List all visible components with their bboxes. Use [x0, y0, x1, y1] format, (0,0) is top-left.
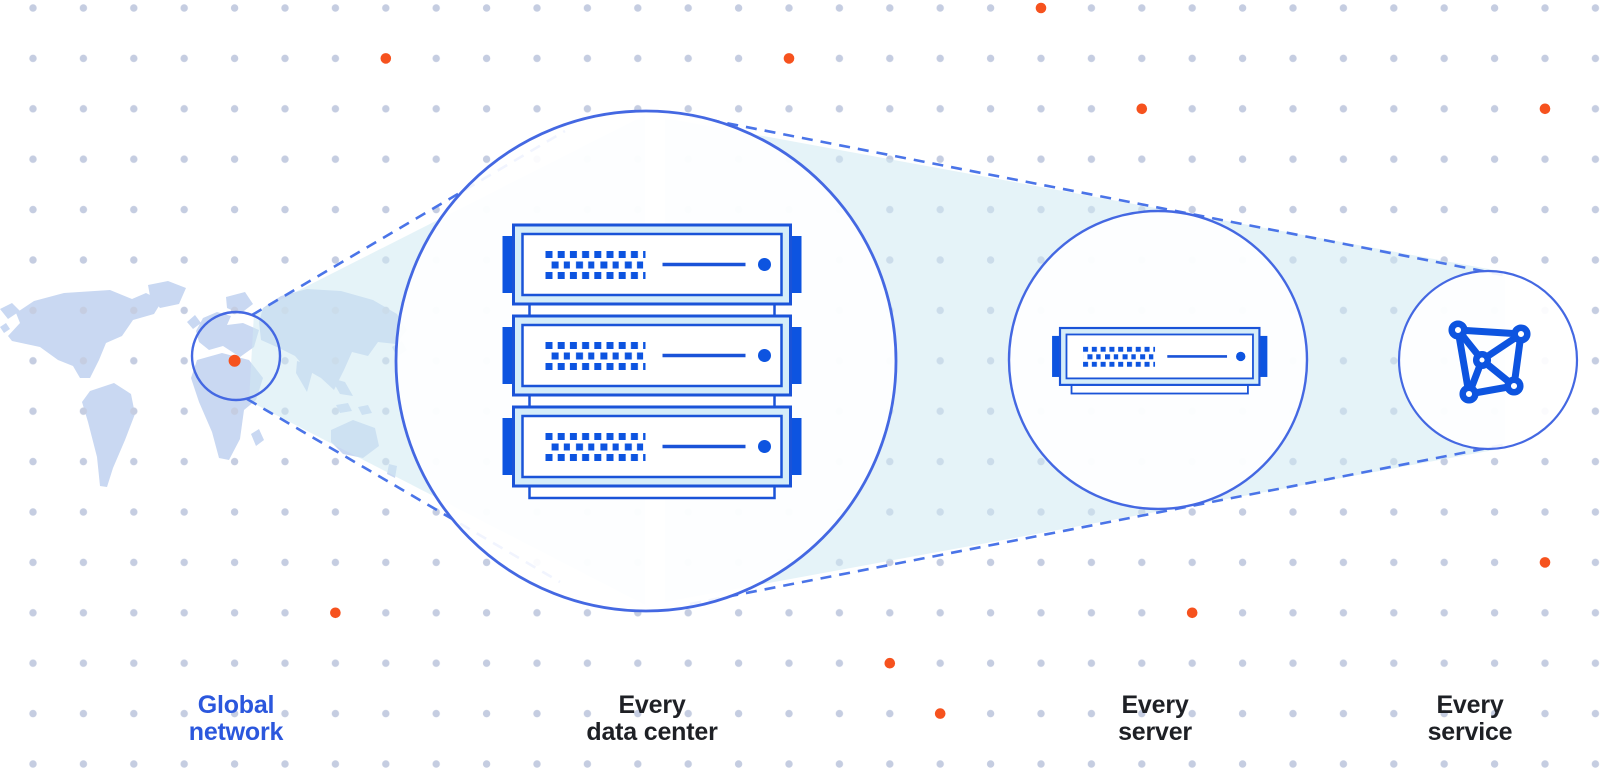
globe-highlight-ring — [190, 310, 282, 402]
accent-dots — [330, 2, 1551, 719]
stage-labels: Global network Every data center Every s… — [189, 691, 1513, 746]
accent-dot — [884, 657, 896, 669]
stage-label-line: data center — [586, 718, 718, 746]
server-unit-2 — [500, 314, 804, 409]
accent-dot — [1186, 607, 1198, 619]
accent-dot — [330, 607, 341, 619]
accent-dot — [1539, 557, 1551, 568]
stage-label-line: service — [1428, 718, 1513, 746]
stage-label-line: server — [1118, 718, 1192, 746]
stage-label-line: Global — [198, 691, 275, 719]
server-unit-3 — [500, 405, 804, 500]
server-unit-1 — [500, 223, 804, 318]
accent-dot — [783, 53, 795, 64]
stage-label-line: Every — [618, 691, 685, 719]
accent-dot — [1035, 2, 1047, 14]
stage-label-line: network — [189, 718, 284, 746]
single-server-icon — [1050, 326, 1269, 395]
stage-label-line: Every — [1436, 691, 1503, 719]
stage-label-every-data-center: Every data center — [586, 691, 718, 746]
accent-dot — [380, 53, 392, 64]
accent-dot — [1539, 103, 1551, 115]
server-rack-icon — [500, 223, 804, 500]
dashed-line-top-left — [251, 129, 566, 317]
stage-label-global-network: Global network — [189, 691, 284, 746]
stage-label-line: Every — [1121, 691, 1188, 719]
accent-dot — [1136, 103, 1148, 115]
dashed-line-bottom-left — [246, 397, 561, 584]
stage-label-every-service: Every service — [1428, 691, 1513, 746]
dashed-line-bottom-right — [689, 443, 1504, 606]
network-mesh-icon — [1448, 320, 1531, 404]
dashed-line-top-right — [689, 114, 1504, 277]
location-marker-dot — [228, 354, 241, 367]
accent-dot — [934, 708, 946, 719]
stage-label-every-server: Every server — [1118, 691, 1193, 746]
